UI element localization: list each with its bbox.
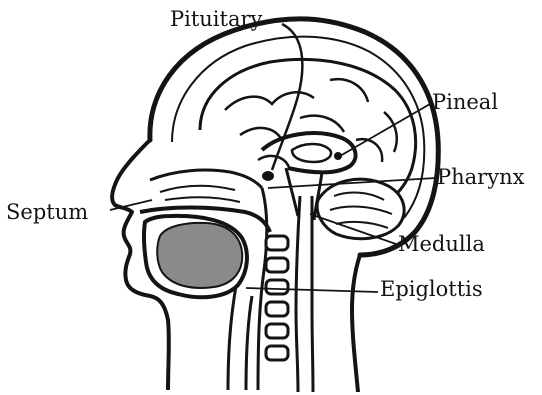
ventricle [292, 144, 331, 162]
medulla-label: Medulla [398, 232, 485, 256]
pituitary-label: Pituitary [170, 7, 263, 31]
neck-back-outline [352, 255, 360, 392]
vertebrae [266, 236, 288, 360]
pituitary-gland [262, 171, 274, 181]
pineal-label: Pineal [432, 90, 498, 114]
nasal-turbinates [160, 186, 240, 202]
epiglottis-label: Epiglottis [380, 277, 483, 301]
spinal-cord [296, 196, 313, 392]
septum-label: Septum [6, 200, 88, 224]
brain-stem [286, 168, 322, 220]
pharynx-label: Pharynx [437, 165, 525, 189]
tongue [157, 223, 242, 288]
trachea-tube [228, 286, 252, 390]
